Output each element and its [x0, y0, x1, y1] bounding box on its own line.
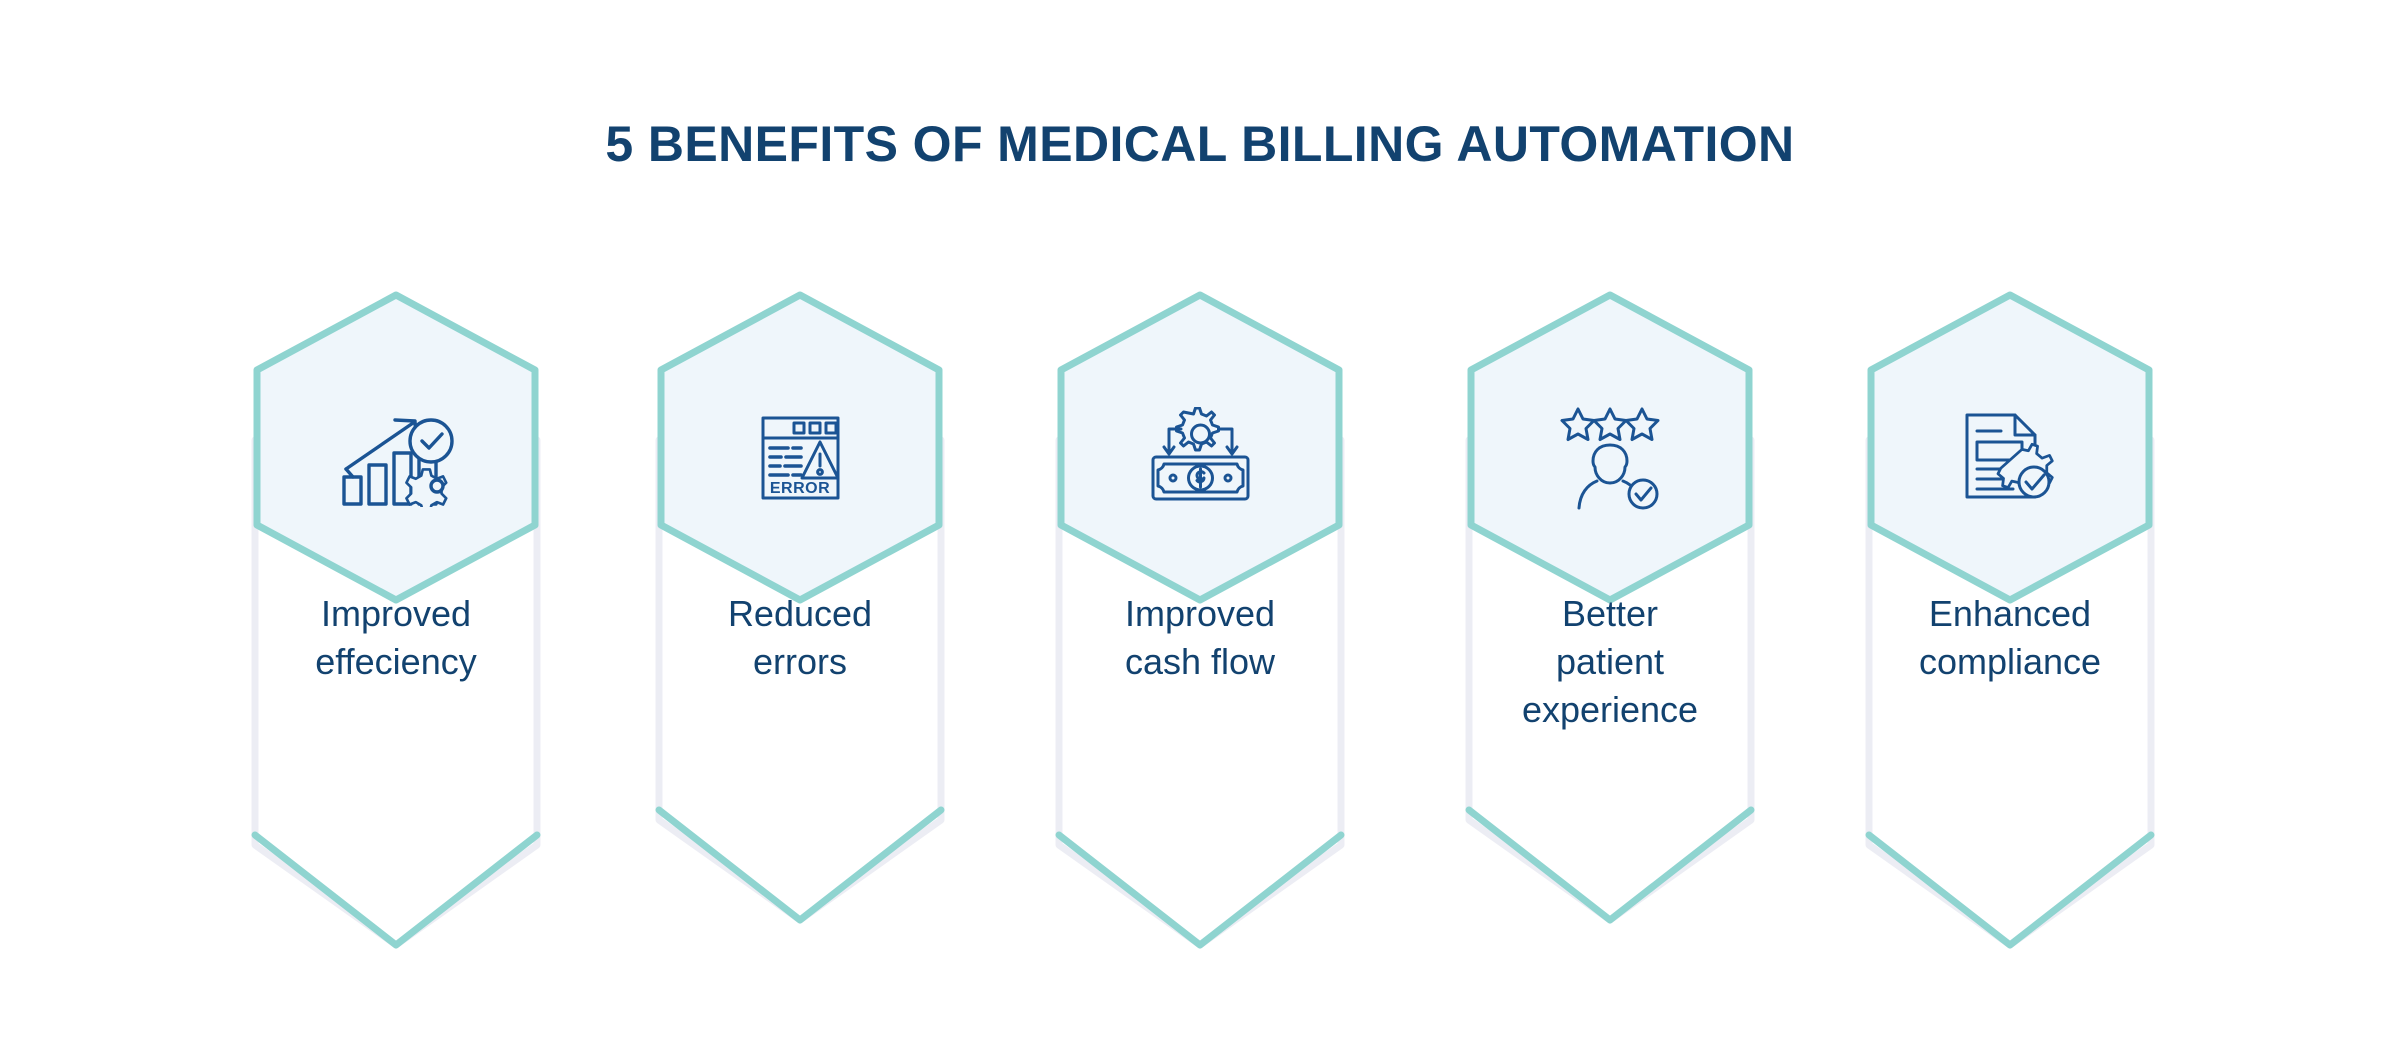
- benefit-card-1[interactable]: Improved effeciency: [251, 290, 541, 990]
- card-shape-1: [251, 291, 541, 949]
- benefit-label-2: Reduced errors: [727, 593, 873, 682]
- card-shape-5: [1865, 291, 2155, 949]
- benefit-card-2[interactable]: ERROR Reduced errors: [655, 290, 945, 990]
- growth-chart-gear-check-icon: [251, 402, 541, 512]
- benefit-label-1: Improved effeciency: [315, 593, 477, 682]
- benefits-row: Improved effeciency: [0, 290, 2400, 990]
- svg-text:ERROR: ERROR: [769, 480, 829, 497]
- benefit-label-5: Enhanced compliance: [1918, 593, 2102, 682]
- benefit-card-5[interactable]: Enhanced compliance: [1865, 290, 2155, 990]
- benefit-card-3[interactable]: Improved cash flow: [1055, 290, 1345, 990]
- error-window-warning-icon: ERROR: [655, 402, 945, 512]
- patient-rating-stars-icon: [1465, 402, 1755, 512]
- benefit-card-4[interactable]: Better patient experience: [1465, 290, 1755, 990]
- card-shape-4: [1465, 291, 1755, 924]
- benefit-label-3: Improved cash flow: [1124, 593, 1276, 682]
- gear-cash-flow-icon: [1055, 402, 1345, 512]
- page-title: 5 BENEFITS OF MEDICAL BILLING AUTOMATION: [605, 116, 1795, 172]
- benefit-label-4: Better patient experience: [1521, 593, 1699, 730]
- document-gear-check-icon: [1865, 402, 2155, 512]
